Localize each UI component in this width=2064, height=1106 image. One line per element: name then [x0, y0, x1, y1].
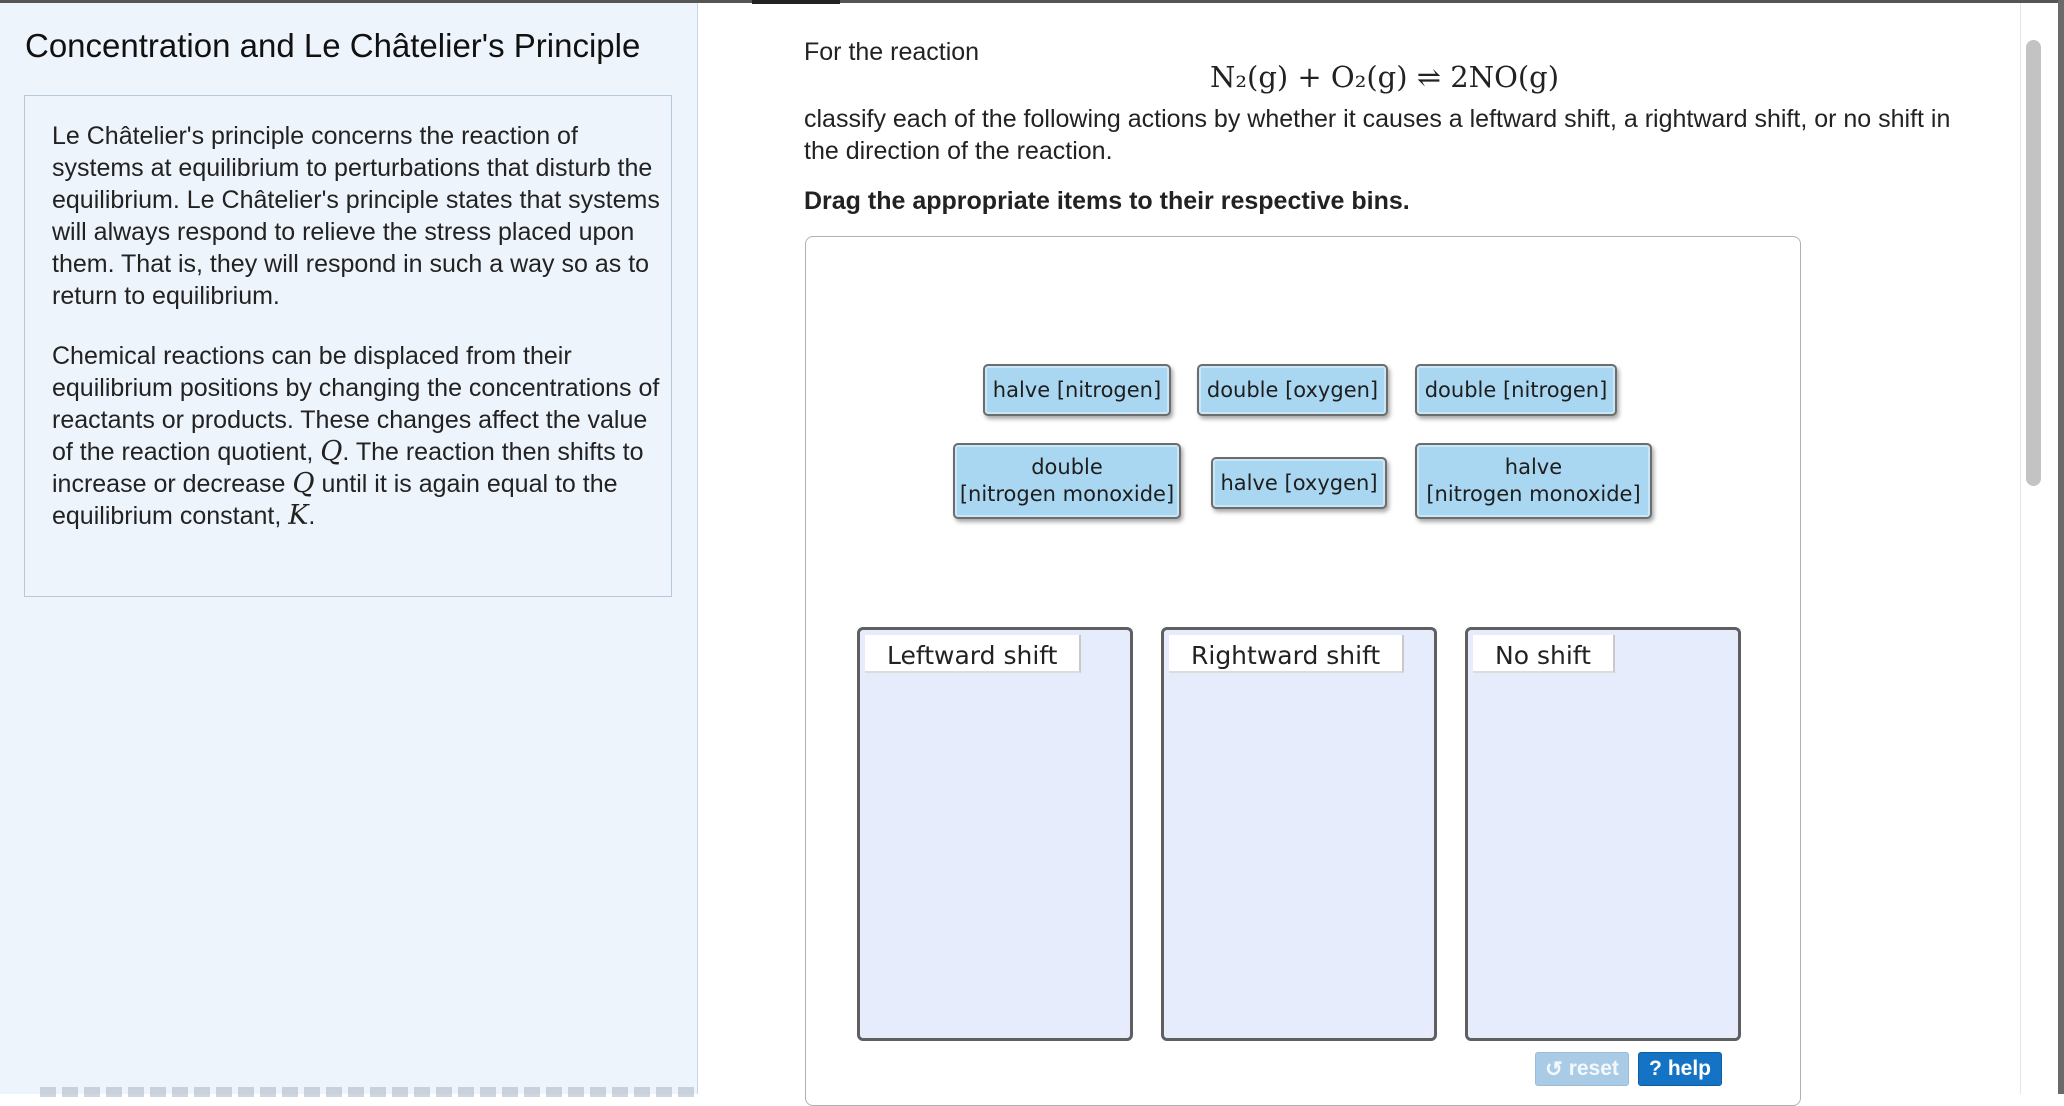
math-q: Q: [292, 468, 315, 499]
drag-item-label: halve [oxygen]: [1220, 470, 1378, 495]
bin-label: Leftward shift: [865, 635, 1082, 673]
drag-item-halve-oxygen[interactable]: halve [oxygen]: [1211, 457, 1387, 509]
paragraph-2-text-d: .: [308, 502, 316, 530]
help-label: help: [1667, 1057, 1711, 1080]
help-icon: ?: [1649, 1057, 1662, 1080]
drag-instruction: Drag the appropriate items to their resp…: [804, 187, 1410, 215]
reaction-equation: N₂(g) + O₂(g) ⇌ 2NO(g): [1210, 60, 1560, 94]
drag-item-label: double [oxygen]: [1206, 377, 1379, 402]
scrollbar-thumb[interactable]: [2026, 40, 2041, 486]
drag-item-double-nitrogen[interactable]: double [nitrogen]: [1415, 364, 1617, 416]
drag-drop-area: halve [nitrogen] double [oxygen] double …: [805, 236, 1801, 1106]
intro-paragraph-1: Le Châtelier's principle concerns the re…: [52, 122, 660, 310]
question-instruction: classify each of the following actions b…: [804, 105, 1951, 165]
reset-label: reset: [1568, 1057, 1619, 1080]
intro-panel: Concentration and Le Châtelier's Princip…: [0, 3, 700, 1097]
drag-item-halve-nitrogen-monoxide[interactable]: halve [nitrogen monoxide]: [1415, 443, 1652, 519]
cut-off-part-heading: [752, 0, 840, 4]
drag-item-double-nitrogen-monoxide[interactable]: double [nitrogen monoxide]: [953, 443, 1181, 519]
drag-item-label: halve [nitrogen monoxide]: [1426, 455, 1641, 506]
question-prompt: For the reaction: [804, 38, 980, 66]
bin-leftward-shift[interactable]: Leftward shift: [857, 627, 1133, 1041]
drag-item-double-oxygen[interactable]: double [oxygen]: [1197, 364, 1388, 416]
window-edge: [2058, 0, 2064, 1094]
reset-icon: ↺: [1545, 1057, 1563, 1081]
intro-box: Le Châtelier's principle concerns the re…: [24, 95, 672, 597]
math-k: K: [288, 500, 309, 531]
drag-item-label: double [nitrogen]: [1424, 377, 1608, 402]
bin-rightward-shift[interactable]: Rightward shift: [1161, 627, 1437, 1041]
bin-label: No shift: [1473, 635, 1615, 673]
drag-item-halve-nitrogen[interactable]: halve [nitrogen]: [983, 364, 1171, 416]
reset-button[interactable]: ↺ reset: [1535, 1052, 1629, 1086]
math-q: Q: [320, 436, 343, 467]
drag-item-label: halve [nitrogen]: [992, 377, 1162, 402]
paragraph-2-text-c: until it is again equal to the equilibri…: [52, 470, 618, 530]
intro-title: Concentration and Le Châtelier's Princip…: [25, 27, 641, 64]
drag-item-label: double [nitrogen monoxide]: [959, 455, 1175, 506]
intro-paragraph-2: Chemical reactions can be displaced from…: [52, 340, 660, 532]
bin-no-shift[interactable]: No shift: [1465, 627, 1741, 1041]
help-button[interactable]: ? help: [1638, 1052, 1722, 1086]
paragraph-2-text-b: . The reaction then shifts to increase o…: [52, 438, 644, 498]
paragraph-2-text-a: Chemical reactions can be displaced from…: [52, 342, 660, 466]
cut-off-text: [40, 1087, 700, 1097]
bin-label: Rightward shift: [1169, 635, 1405, 673]
